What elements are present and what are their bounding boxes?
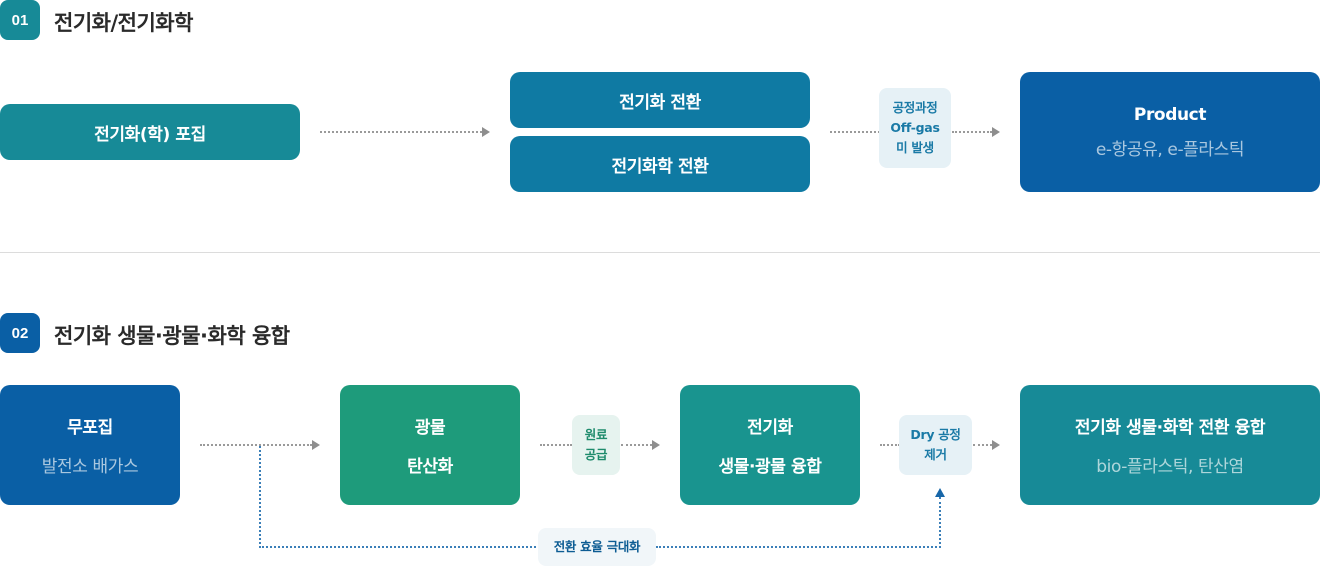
chip-line: Off-gas (890, 120, 940, 135)
product-box: Product e-항공유, e-플라스틱 (1020, 72, 1320, 192)
product-subtitle: e-항공유, e-플라스틱 (1095, 139, 1245, 160)
flow-connector (320, 131, 482, 133)
section-title: 전기화/전기화학 (54, 11, 193, 35)
efficiency-label: 전환 효율 극대화 (553, 539, 641, 554)
chip-line: 공정과정 (892, 100, 938, 115)
source-title: 무포집 (67, 418, 113, 438)
fusion-line2: 생물·광물 융합 (718, 457, 822, 477)
section-divider (0, 252, 1320, 253)
efficiency-chip: 전환 효율 극대화 (538, 528, 656, 566)
flow-connector (621, 444, 652, 446)
offgas-chip: 공정과정 Off-gas 미 발생 (879, 88, 951, 168)
fusion-line1: 전기화 (747, 418, 793, 438)
source-box: 무포집 발전소 배가스 (0, 385, 180, 505)
bypass-connector (656, 546, 941, 548)
product-title: Product (1133, 104, 1207, 125)
chip-line: 미 발생 (896, 140, 934, 155)
chip-line: Dry 공정 (910, 427, 961, 442)
flow-connector (200, 444, 312, 446)
bypass-connector (259, 446, 261, 548)
dry-process-chip: Dry 공정 제거 (899, 415, 972, 475)
conversion-box: 전기화학 전환 (510, 136, 810, 192)
bypass-connector (939, 497, 941, 548)
flow-connector (880, 444, 900, 446)
arrow-right-icon (992, 440, 1000, 450)
arrow-up-icon (935, 488, 945, 497)
arrow-right-icon (992, 127, 1000, 137)
supply-chip: 원료 공급 (572, 415, 620, 475)
flow-connector (952, 131, 992, 133)
arrow-right-icon (652, 440, 660, 450)
capture-box: 전기화(학) 포집 (0, 104, 300, 160)
mineral-line1: 광물 (414, 418, 446, 438)
arrow-right-icon (312, 440, 320, 450)
capture-label: 전기화(학) 포집 (94, 124, 206, 145)
section-title: 전기화 생물·광물·화학 융합 (54, 324, 290, 348)
chip-line: 원료 (584, 427, 608, 442)
source-subtitle: 발전소 배가스 (41, 457, 139, 477)
section-number-badge: 02 (0, 313, 40, 353)
arrow-right-icon (482, 127, 490, 137)
flow-connector (973, 444, 992, 446)
chip-line: 공급 (584, 447, 608, 462)
conversion-label: 전기화 전환 (619, 92, 701, 113)
result-subtitle: bio-플라스틱, 탄산염 (1096, 457, 1244, 477)
mineral-box: 광물 탄산화 (340, 385, 520, 505)
section-number-badge: 01 (0, 0, 40, 40)
result-box: 전기화 생물·화학 전환 융합 bio-플라스틱, 탄산염 (1020, 385, 1320, 505)
fusion-box: 전기화 생물·광물 융합 (680, 385, 860, 505)
flow-connector (540, 444, 572, 446)
flow-connector (830, 131, 880, 133)
result-title: 전기화 생물·화학 전환 융합 (1074, 418, 1266, 438)
conversion-box: 전기화 전환 (510, 72, 810, 128)
conversion-label: 전기화학 전환 (611, 156, 709, 177)
chip-line: 제거 (924, 447, 947, 462)
bypass-connector (259, 546, 540, 548)
mineral-line2: 탄산화 (407, 457, 453, 477)
